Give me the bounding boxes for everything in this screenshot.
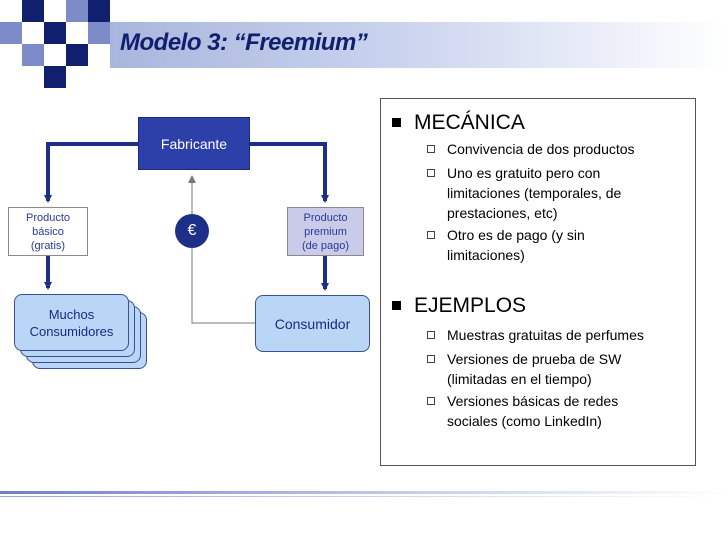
square-bullet-icon: [392, 118, 401, 127]
ejemplos-item-3-line-2: sociales (como LinkedIn): [447, 413, 602, 429]
muchos-line-2: Consumidores: [29, 323, 114, 339]
hollow-square-bullet-icon: [427, 145, 435, 153]
producto-basico-node: Producto básico (gratis): [8, 207, 88, 256]
hollow-square-bullet-icon: [427, 231, 435, 239]
mecanica-item-2-line-2: limitaciones (temporales, de: [447, 185, 622, 201]
hollow-square-bullet-icon: [427, 355, 435, 363]
section-heading-ejemplos: EJEMPLOS: [414, 294, 527, 317]
producto-basico-line-2: básico: [32, 225, 64, 238]
mecanica-item-1: Convivencia de dos productos: [447, 141, 635, 157]
hollow-square-bullet-icon: [427, 331, 435, 339]
hollow-square-bullet-icon: [427, 169, 435, 177]
mecanica-item-3-line-1: Otro es de pago (y sin: [447, 227, 585, 243]
producto-premium-line-3: (de pago): [301, 239, 350, 252]
arrow-consumidor-to-fabricante: [188, 175, 255, 324]
arrow-fabricante-to-premium: [250, 142, 329, 203]
hollow-square-bullet-icon: [427, 397, 435, 405]
title-bar: [110, 22, 728, 68]
consumidor-node: Consumidor: [255, 295, 370, 352]
ejemplos-item-2-line-1: Versiones de prueba de SW: [447, 351, 622, 367]
section-heading-mecanica: MECÁNICA: [414, 111, 525, 134]
footer-rule: [0, 491, 728, 494]
mecanica-item-3-line-2: limitaciones): [447, 247, 525, 263]
euro-icon: €: [175, 214, 209, 248]
ejemplos-item-1: Muestras gratuitas de perfumes: [447, 327, 644, 343]
producto-basico-line-3: (gratis): [30, 239, 66, 252]
arrow-fabricante-to-basico: [44, 142, 138, 203]
page-title: Modelo 3: “Freemium”: [120, 29, 368, 56]
mecanica-item-2-line-3: prestaciones, etc): [447, 205, 558, 221]
square-bullet-icon: [392, 301, 401, 310]
footer-rule-thin: [0, 496, 728, 497]
ejemplos-item-3-line-1: Versiones básicas de redes: [447, 393, 619, 409]
mecanica-item-2-line-1: Uno es gratuito pero con: [447, 165, 601, 181]
producto-basico-line-1: Producto: [25, 211, 71, 224]
producto-premium-node: Producto premium (de pago): [287, 207, 364, 256]
muchos-line-1: Muchos: [48, 306, 95, 322]
producto-premium-line-1: Producto: [303, 211, 348, 224]
producto-premium-line-2: premium: [304, 225, 347, 238]
muchos-consumidores-node: Muchos Consumidores: [14, 294, 129, 351]
fabricante-node: Fabricante: [138, 117, 250, 170]
ejemplos-item-2-line-2: (limitadas en el tiempo): [447, 371, 592, 387]
